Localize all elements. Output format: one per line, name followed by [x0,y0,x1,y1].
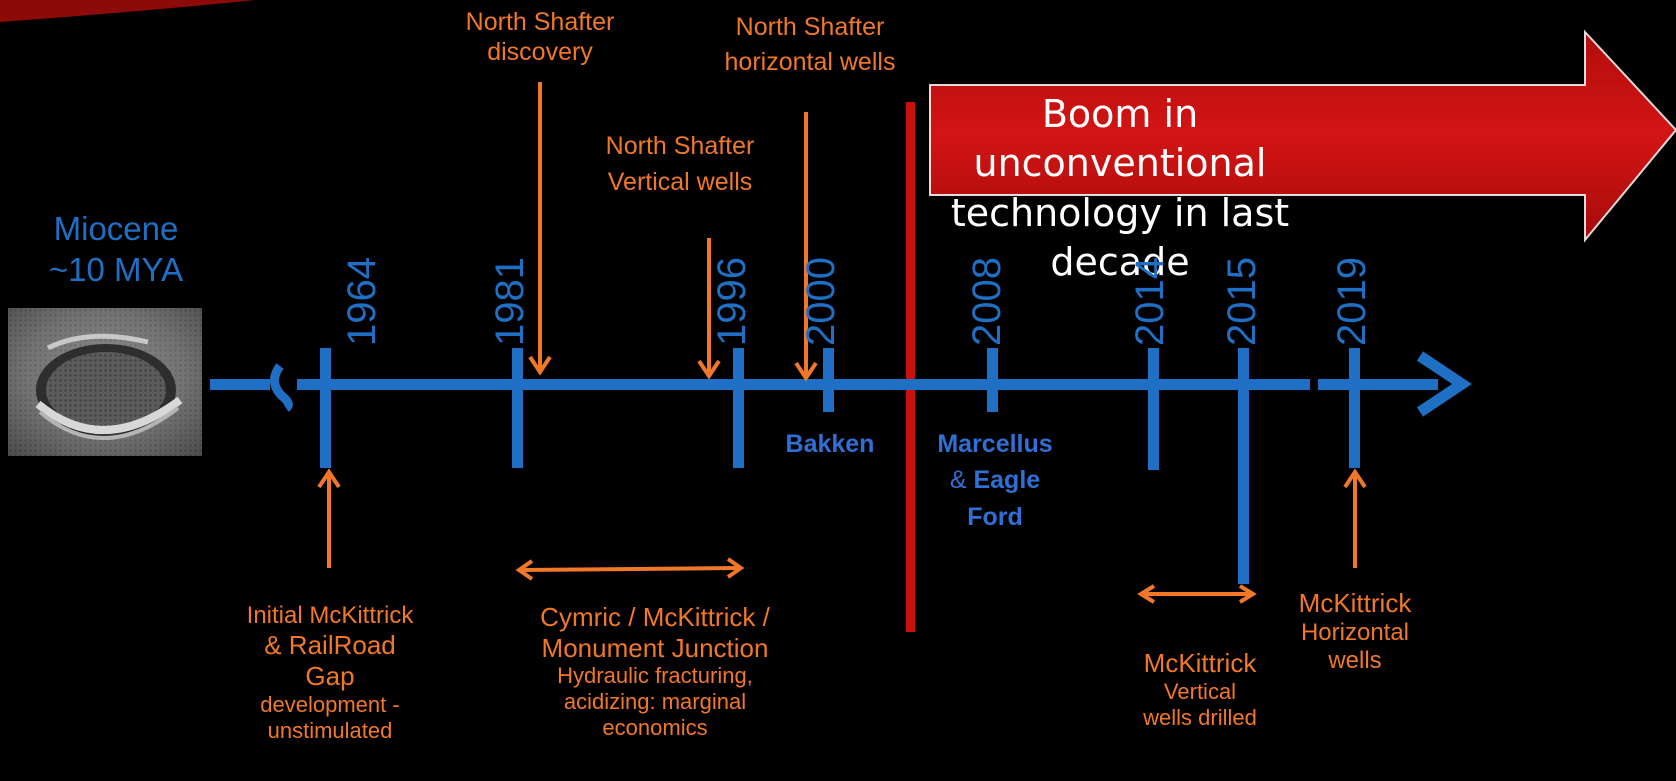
event-ns-horizontal-line-1: North Shafter [690,10,930,45]
year-2019: 2019 [1330,257,1375,346]
tick-2000 [823,348,834,412]
miocene-line-1: Miocene [16,208,216,249]
event-ns-vertical-line-1: North Shafter [560,128,800,164]
event-ns-vertical: North Shafter Vertical wells [560,128,800,201]
play-ford: Ford [905,499,1085,535]
event-initial-line-5: unstimulated [200,718,460,744]
play-amp: & [950,466,967,494]
year-2000: 2000 [799,257,844,346]
timeline-axis-end [1318,379,1438,390]
event-mck-vertical-line-1: McKittrick [1110,648,1290,679]
year-1964: 1964 [340,257,385,346]
event-cymric-line-2: Monument Junction [495,633,815,664]
tick-2019 [1349,348,1360,468]
play-eagle: Eagle [973,466,1040,494]
event-mck-horizontal-line-1: McKittrick [1270,588,1440,619]
event-initial-line-4: development - [200,692,460,718]
event-cymric-line-5: economics [495,715,815,741]
tick-1996 [733,348,744,468]
play-marcellus: Marcellus [905,426,1085,462]
tick-2015 [1238,348,1249,584]
event-initial: Initial McKittrick & RailRoad Gap develo… [200,602,460,744]
event-cymric-line-3: Hydraulic fracturing, [495,663,815,689]
tick-2008 [987,348,998,412]
year-2014: 2014 [1128,257,1173,346]
event-cymric-line-4: acidizing: marginal [495,689,815,715]
miocene-label: Miocene ~10 MYA [16,208,216,291]
tick-2014 [1148,348,1159,470]
play-marcellus-eagle-ford: Marcellus & Eagle Ford [905,426,1085,535]
event-initial-line-3: Gap [200,661,460,692]
tick-1964 [320,348,331,468]
event-mck-vertical: McKittrick Vertical wells drilled [1110,648,1290,731]
event-ns-discovery: North Shafter discovery [420,8,660,67]
event-mck-vertical-line-3: wells drilled [1110,705,1290,731]
event-ns-discovery-line-2: discovery [420,38,660,68]
year-2008: 2008 [965,257,1010,346]
event-ns-horizontal-line-2: horizontal wells [690,45,930,80]
event-mck-vertical-line-2: Vertical [1110,679,1290,705]
event-cymric: Cymric / McKittrick / Monument Junction … [495,602,815,741]
decade-divider [906,102,915,632]
year-1981: 1981 [488,257,533,346]
timeline-stub [210,379,270,390]
boom-text-line-1: Boom in unconventional [920,90,1320,189]
event-mck-horizontal-line-3: wells [1270,647,1440,675]
event-mck-horizontal-line-2: Horizontal [1270,619,1440,647]
play-bakken: Bakken [770,426,890,462]
diatom-fossil-image [8,308,202,456]
event-cymric-line-1: Cymric / McKittrick / [495,602,815,633]
tick-1981 [512,348,523,468]
miocene-line-2: ~10 MYA [16,249,216,290]
event-ns-vertical-line-2: Vertical wells [560,164,800,200]
axis-break [274,366,288,408]
year-1996: 1996 [710,257,755,346]
event-initial-line-1: Initial McKittrick [200,602,460,630]
event-initial-line-2: & RailRoad [200,630,460,661]
year-2015: 2015 [1220,257,1265,346]
event-ns-horizontal: North Shafter horizontal wells [690,10,930,80]
event-ns-discovery-line-1: North Shafter [420,8,660,38]
event-mck-horizontal: McKittrick Horizontal wells [1270,588,1440,675]
